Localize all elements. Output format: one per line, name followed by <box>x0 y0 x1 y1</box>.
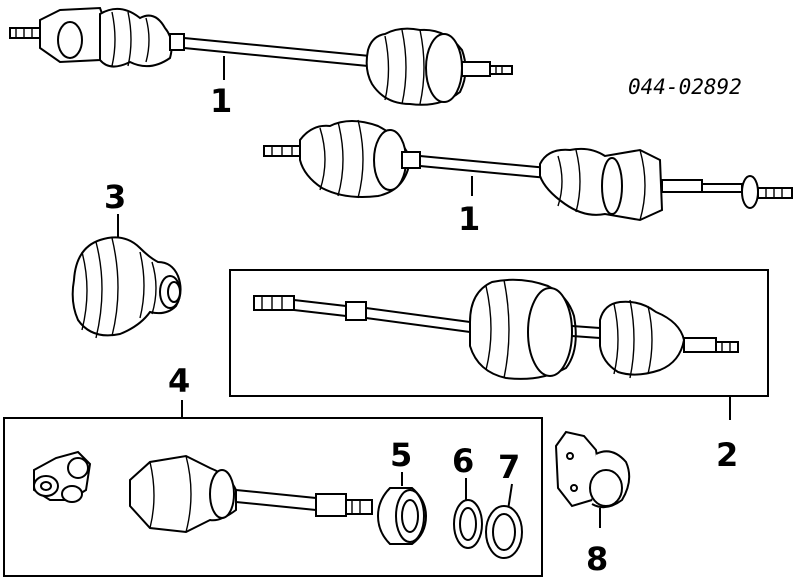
callout-1-middle: 1 <box>458 200 480 238</box>
callout-1-top: 1 <box>210 82 232 120</box>
callout-3: 3 <box>104 178 126 216</box>
part-2-frame <box>229 269 769 397</box>
retaining-ring <box>485 505 523 559</box>
tripod-joint <box>33 450 92 503</box>
callout-8: 8 <box>586 540 608 578</box>
callout-7: 7 <box>498 448 520 486</box>
callout-6: 6 <box>452 442 474 480</box>
axle-assembly-middle <box>263 119 793 222</box>
part-4-frame <box>3 417 543 577</box>
seal-ring <box>453 499 483 549</box>
bearing <box>376 487 428 545</box>
callout-5: 5 <box>390 436 412 474</box>
reference-code: 044-02892 <box>628 75 742 99</box>
callout-4: 4 <box>168 362 190 400</box>
bracket-bearing <box>554 430 631 528</box>
cv-boot <box>71 236 182 339</box>
callout-2: 2 <box>716 436 738 474</box>
axle-assembly-top <box>9 6 513 106</box>
inner-joint-shaft <box>129 454 373 534</box>
axle-assembly-boxed <box>253 278 739 380</box>
callout-7-leader <box>507 483 513 511</box>
